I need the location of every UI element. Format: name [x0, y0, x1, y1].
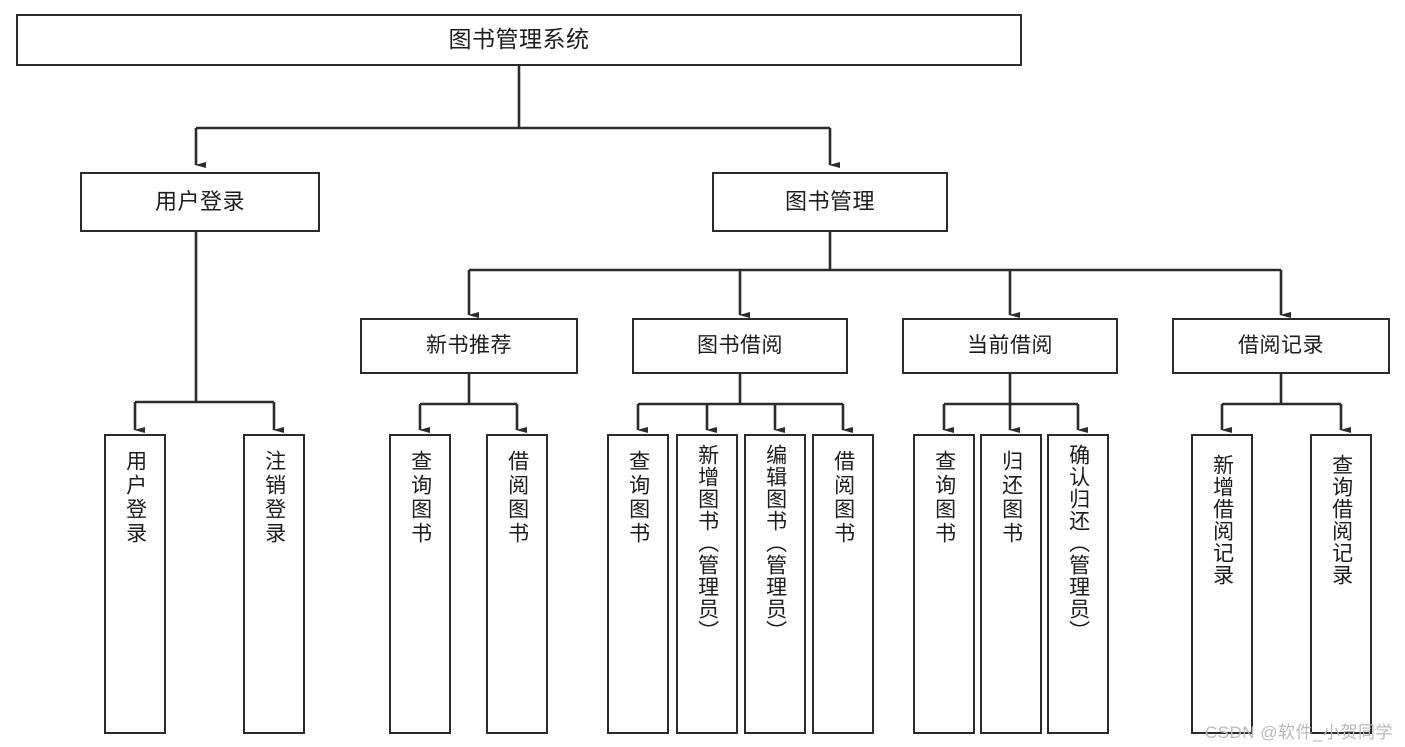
- leaf-borrow-record-query-record[interactable]: 查询借阅记录: [1310, 434, 1372, 734]
- node-label: 当前借阅: [967, 333, 1053, 357]
- node-new-book-recommendation[interactable]: 新书推荐: [360, 318, 578, 374]
- node-label: 借阅记录: [1238, 333, 1324, 357]
- node-label: 查询图书: [408, 450, 432, 546]
- leaf-user-login-logout[interactable]: 注销登录: [243, 434, 305, 734]
- node-label: 用户登录: [154, 189, 245, 215]
- node-label: 编辑图书（管理员）: [763, 444, 787, 642]
- node-label: 借阅图书: [831, 450, 855, 546]
- node-label: 查询借阅记录: [1329, 454, 1353, 586]
- leaf-book-borrow-query-book[interactable]: 查询图书: [607, 434, 669, 734]
- leaf-user-login-login[interactable]: 用户登录: [104, 434, 166, 734]
- node-book-borrow[interactable]: 图书借阅: [632, 318, 848, 374]
- leaf-book-borrow-borrow-book[interactable]: 借阅图书: [812, 434, 874, 734]
- node-label: 图书借阅: [697, 333, 783, 357]
- node-label: 新书推荐: [426, 333, 512, 357]
- node-user-login[interactable]: 用户登录: [80, 172, 320, 232]
- leaf-new-book-borrow-book[interactable]: 借阅图书: [486, 434, 548, 734]
- leaf-book-borrow-add-book-admin[interactable]: 新增图书（管理员）: [676, 434, 738, 734]
- node-current-borrow[interactable]: 当前借阅: [902, 318, 1118, 374]
- node-label: 归还图书: [999, 450, 1023, 546]
- node-label: 查询图书: [932, 450, 956, 546]
- node-label: 确认归还（管理员）: [1066, 444, 1090, 642]
- leaf-current-borrow-confirm-return-admin[interactable]: 确认归还（管理员）: [1047, 434, 1109, 734]
- node-root-book-management-system[interactable]: 图书管理系统: [16, 14, 1022, 66]
- leaf-book-borrow-edit-book-admin[interactable]: 编辑图书（管理员）: [744, 434, 806, 734]
- leaf-new-book-query-book[interactable]: 查询图书: [389, 434, 451, 734]
- leaf-current-borrow-return-book[interactable]: 归还图书: [980, 434, 1042, 734]
- node-book-management[interactable]: 图书管理: [712, 172, 948, 232]
- node-label: 注销登录: [262, 450, 286, 546]
- node-label: 查询图书: [626, 450, 650, 546]
- node-label: 借阅图书: [505, 450, 529, 546]
- node-label: 图书管理系统: [448, 26, 590, 53]
- leaf-borrow-record-add-record[interactable]: 新增借阅记录: [1191, 434, 1253, 734]
- node-label: 图书管理: [784, 189, 875, 215]
- node-label: 新增图书（管理员）: [695, 444, 719, 642]
- csdn-watermark: CSDN @软件_小贺同学: [1204, 723, 1393, 742]
- node-label: 用户登录: [123, 450, 147, 546]
- leaf-current-borrow-query-book[interactable]: 查询图书: [913, 434, 975, 734]
- node-borrow-record[interactable]: 借阅记录: [1172, 318, 1390, 374]
- node-label: 新增借阅记录: [1210, 454, 1234, 586]
